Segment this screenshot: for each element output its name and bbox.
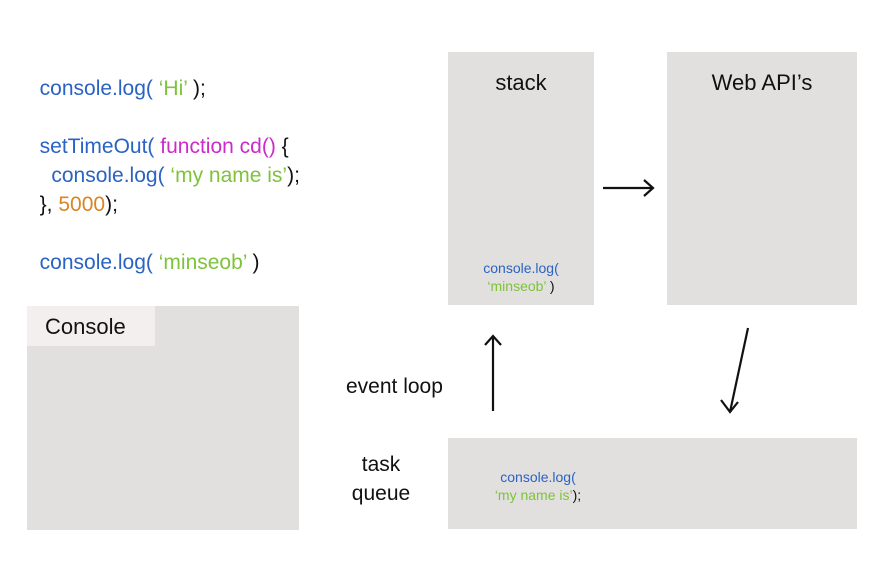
code-fn: console.log( (39, 251, 153, 274)
code-punct: ); (287, 164, 300, 187)
code-string: ‘my name is’ (164, 164, 288, 187)
code-fn: setTimeOut( (39, 135, 155, 158)
task-queue-box: console.log( ‘my name is’); (448, 438, 857, 529)
console-title: Console (45, 314, 126, 339)
stack-entry-close: ) (546, 278, 555, 294)
code-punct: ); (105, 193, 118, 216)
task-queue-entry: console.log( ‘my name is’); (478, 468, 598, 504)
code-punct: { (275, 135, 289, 158)
code-line-5: console.log( ‘minseob’ ) (28, 231, 260, 273)
task-queue-label-line2: queue (351, 482, 411, 505)
code-line-4: }, 5000); (28, 173, 118, 215)
web-apis-box: Web API’s (667, 52, 857, 305)
code-string: ‘Hi’ (152, 77, 188, 100)
stack-to-webapi-arrow (603, 179, 655, 197)
console-tab: Console (27, 306, 155, 346)
event-loop-label: event loop (346, 375, 443, 398)
code-number: 5000 (52, 193, 106, 216)
task-queue-entry-fn: console.log( (500, 469, 576, 485)
task-queue-entry-arg: ‘my name is’ (494, 487, 573, 503)
stack-box: stack console.log( ‘minseob’ ) (448, 52, 594, 305)
stack-entry-fn: console.log( (483, 260, 559, 276)
console-panel: Console (27, 306, 299, 530)
code-punct: ); (187, 77, 206, 100)
web-apis-title: Web API’s (711, 70, 813, 95)
code-punct: ) (246, 251, 260, 274)
webapi-to-queue-arrow (720, 327, 750, 414)
code-punct: }, (39, 193, 53, 216)
task-queue-entry-close: ); (572, 487, 582, 503)
stack-title: stack (495, 70, 547, 95)
stack-entry: console.log( ‘minseob’ ) (448, 259, 594, 295)
code-line-2: setTimeOut( function cd() { (28, 115, 289, 157)
code-line-1: console.log( ‘Hi’ ); (28, 57, 206, 99)
code-fn: console.log( (39, 77, 153, 100)
code-string: ‘minseob’ (152, 251, 247, 274)
code-line-3: console.log( ‘my name is’); (28, 144, 300, 186)
code-fn: console.log( (39, 164, 165, 187)
task-queue-label: task queue (340, 450, 422, 508)
task-queue-label-line1: task (361, 453, 401, 476)
event-loop-up-arrow (484, 334, 502, 411)
code-keyword: function cd() (154, 135, 276, 158)
stack-entry-arg: ‘minseob’ (487, 278, 547, 294)
